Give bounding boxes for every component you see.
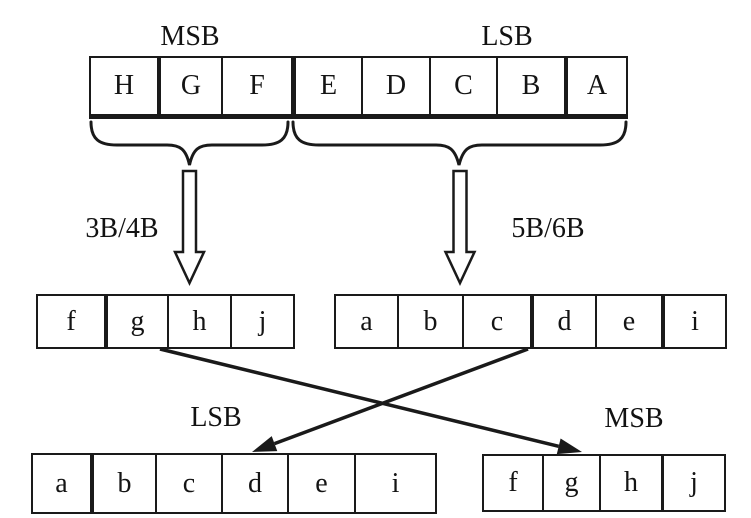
bit-cell-e: e [595, 296, 661, 347]
bit-cell-E: E [291, 58, 361, 114]
bit-cell-e: e [287, 455, 354, 512]
bit-cell-i: i [661, 296, 725, 347]
bit-cell-i: i [354, 455, 435, 512]
encoder-3b4b-label: 3B/4B [85, 213, 159, 244]
bit-cell-d: d [530, 296, 595, 347]
bit-cell-F: F [221, 58, 291, 114]
bit-cell-G: G [157, 58, 221, 114]
encoder-5b6b-label: 5B/6B [511, 213, 585, 244]
bit-cell-b: b [90, 455, 155, 512]
bit-cell-j: j [661, 456, 724, 510]
bit-cell-h: h [599, 456, 661, 510]
bit-cell-g: g [542, 456, 599, 510]
bit-cell-H: H [113, 70, 135, 101]
bit-cell-a: a [360, 305, 373, 337]
bit-cell-b: b [397, 296, 462, 347]
bit-cell-j: j [230, 296, 293, 347]
bit-cell-A: A [564, 58, 626, 114]
bit-cell-C: C [429, 58, 496, 114]
bit-cell-a: a [55, 467, 68, 499]
source-register-row: H G F E D C B A [89, 56, 628, 119]
bit-cell-f: f [66, 305, 76, 337]
bit-cell-h: h [167, 296, 230, 347]
encoded-abcdei-row: a b c d e i [334, 294, 727, 349]
bit-cell-f: f [508, 467, 518, 498]
cross-arrow-to-lsb-icon [252, 347, 529, 452]
bit-cell-D: D [361, 58, 429, 114]
bit-cell-d: d [221, 455, 287, 512]
lsb-top-label: LSB [481, 21, 533, 52]
bit-cell-B: B [496, 58, 564, 114]
brace-msb-group-icon [89, 120, 290, 166]
brace-lsb-group-icon [291, 120, 628, 166]
bit-cell-c: c [462, 296, 530, 347]
msb-bottom-label: MSB [604, 403, 664, 434]
bit-cell-c: c [155, 455, 221, 512]
block-arrow-5b6b-icon [443, 169, 477, 286]
output-msb-row: f g h j [482, 454, 726, 512]
output-lsb-row: a b c d e i [31, 453, 437, 514]
msb-top-label: MSB [160, 21, 220, 52]
block-arrow-3b4b-icon [173, 169, 206, 286]
bit-cell-g: g [104, 296, 167, 347]
encoded-fghj-row: f g h j [36, 294, 295, 349]
lsb-bottom-label: LSB [190, 402, 242, 433]
